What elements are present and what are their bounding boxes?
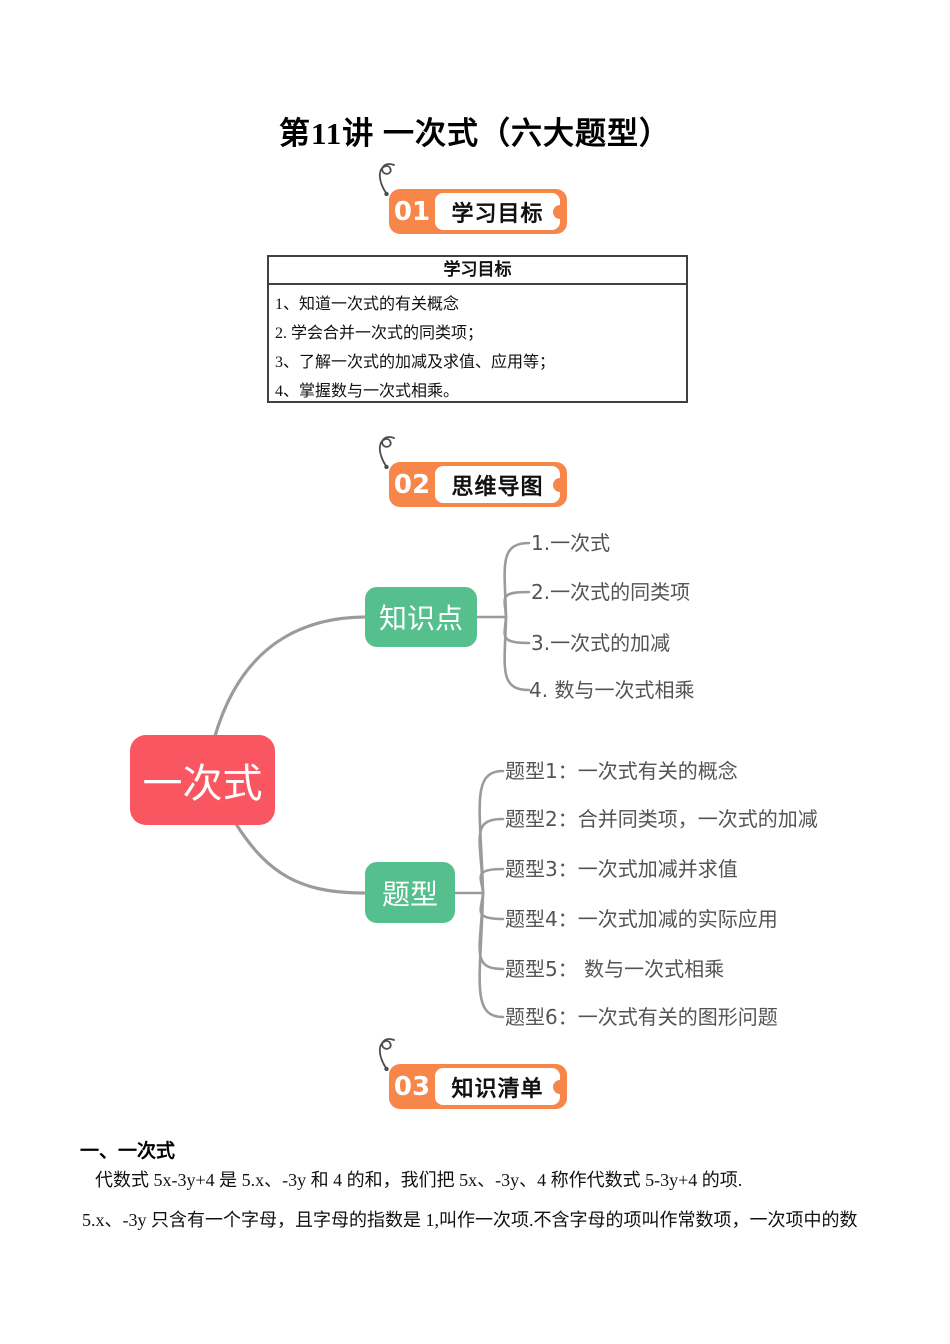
knowledge-section-heading: 一、一次式: [80, 1141, 176, 1162]
badge-label-text: 知识清单: [451, 1076, 544, 1102]
topic-item: 题型4：一次式加减的实际应用: [505, 907, 778, 931]
mindmap-root-node: 一次式: [130, 735, 275, 825]
mindmap-branch-knowledge: 知识点: [365, 587, 477, 647]
badge-number: 02: [393, 469, 431, 500]
knowledge-item: 3.一次式的加减: [531, 631, 671, 655]
knowledge-item: 4. 数与一次式相乘: [529, 678, 695, 702]
objective-row: 4、掌握数与一次式相乘。: [275, 383, 460, 400]
objective-row: 1、知道一次式的有关概念: [275, 296, 460, 313]
knowledge-paragraph: 代数式 5x-3y+4 是 5.x、-3y 和 4 的和，我们把 5x、-3y、…: [95, 1170, 743, 1190]
wire-pin-icon: [378, 163, 395, 196]
topic-item: 题型1：一次式有关的概念: [505, 759, 738, 783]
badge-label: 知识清单: [435, 1068, 567, 1105]
badge-notch: [553, 1079, 567, 1094]
knowledge-item: 1.一次式: [531, 531, 611, 555]
mindmap-branch-topics: 题型: [365, 862, 455, 923]
page-title: 第11讲 一次式（六大题型）: [278, 116, 672, 151]
objectives-table: 学习目标 1、知道一次式的有关概念 2. 学会合并一次式的同类项； 3、了解一次…: [267, 255, 688, 403]
badge-notch: [553, 204, 567, 219]
knowledge-item: 2.一次式的同类项: [531, 580, 691, 604]
section-badge-01: 01 学习目标: [378, 163, 567, 234]
knowledge-paragraph: 5.x、-3y 只含有一个字母，且字母的指数是 1,叫作一次项.不含字母的项叫作…: [82, 1210, 858, 1230]
badge-label: 学习目标: [435, 193, 567, 230]
badge-label-text: 思维导图: [451, 474, 544, 500]
badge-label: 思维导图: [435, 466, 567, 503]
wire-pin-icon: [378, 1038, 395, 1071]
objectives-table-header: 学习目标: [269, 257, 686, 285]
topic-item: 题型3：一次式加减并求值: [505, 857, 738, 881]
objectives-table-body: 1、知道一次式的有关概念 2. 学会合并一次式的同类项； 3、了解一次式的加减及…: [269, 285, 686, 406]
topic-item: 题型6：一次式有关的图形问题: [505, 1005, 778, 1029]
badge-number: 03: [393, 1071, 431, 1102]
objective-row: 2. 学会合并一次式的同类项；: [275, 325, 484, 342]
topic-item: 题型2：合并同类项，一次式的加减: [505, 807, 818, 831]
badge-label-text: 学习目标: [451, 201, 544, 227]
wire-pin-icon: [378, 436, 395, 469]
topic-item: 题型5： 数与一次式相乘: [505, 957, 725, 981]
badge-notch: [553, 477, 567, 492]
section-badge-03: 03 知识清单: [378, 1038, 567, 1109]
section-badge-02: 02 思维导图: [378, 436, 567, 507]
badge-number: 01: [393, 196, 431, 227]
objective-row: 3、了解一次式的加减及求值、应用等；: [275, 354, 556, 371]
